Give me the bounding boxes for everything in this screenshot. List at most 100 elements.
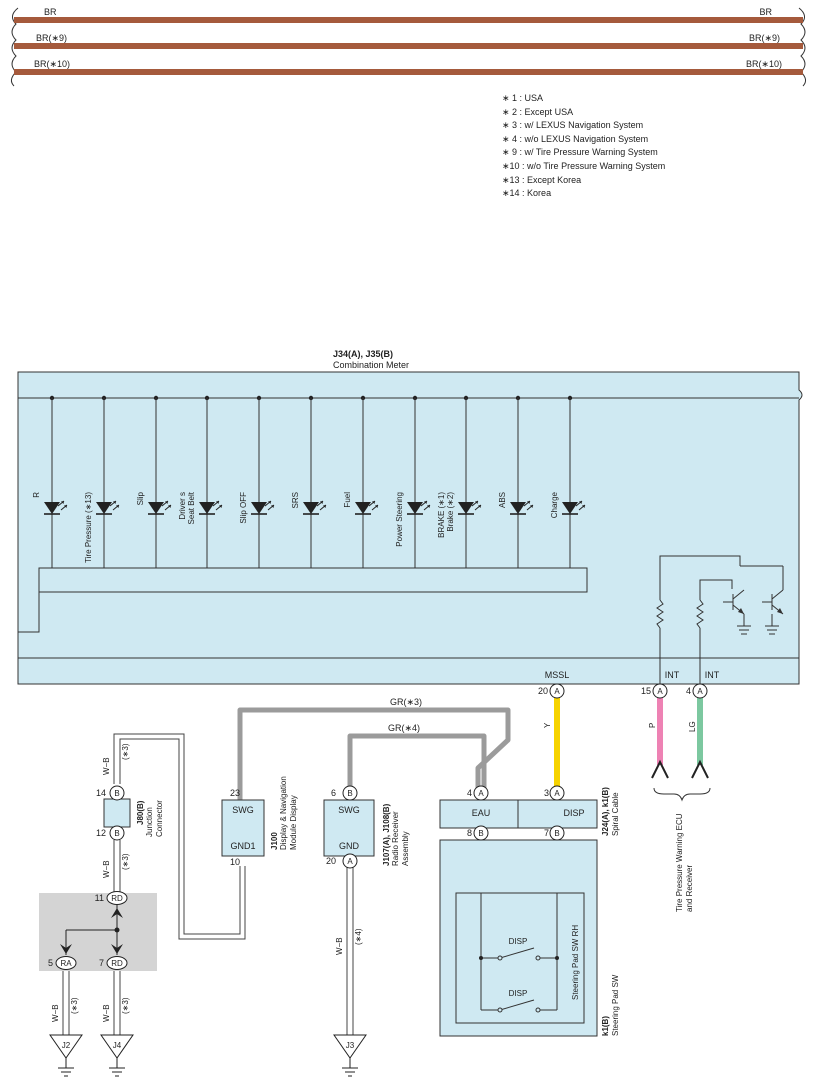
radio-receiver-assembly: [323, 799, 375, 857]
switch-label: DISP: [509, 937, 528, 946]
indicator-led: Slip OFF: [239, 395, 275, 568]
pin-number: 20: [538, 686, 548, 696]
wire-label-w-b: W−B: [335, 937, 344, 955]
pin-number: 14: [96, 788, 106, 798]
ground-j3: [333, 1034, 367, 1059]
svg-text:RA: RA: [60, 959, 72, 968]
tpw-input-circuit: [656, 555, 784, 684]
svg-text:A: A: [554, 789, 560, 798]
wire-w-b: [62, 733, 354, 1035]
tpw-ecu-bracket: [653, 787, 711, 802]
svg-text:B: B: [478, 829, 483, 838]
terminal-label: DISP: [563, 808, 584, 818]
pin-number: 15: [641, 686, 651, 696]
wire-label-gr-3: GR(∗3): [390, 697, 422, 707]
wire-label: BR: [44, 7, 57, 17]
meter-code: J34(A), J35(B): [333, 349, 393, 359]
indicator-led: Power Steering: [395, 395, 431, 568]
wire-label-c3: (∗3): [121, 853, 130, 870]
terminal-label: EAU: [472, 808, 491, 818]
wire-gr-4: [347, 733, 487, 790]
indicator-led: Fuel: [343, 395, 379, 568]
wire-label-c3: (∗3): [121, 997, 130, 1014]
svg-text:B: B: [347, 789, 352, 798]
svg-text:B: B: [114, 789, 119, 798]
ground-j2: [49, 1034, 83, 1059]
pin-number: 3: [544, 788, 549, 798]
pin-number: 7: [99, 958, 104, 968]
steering-pad-switch-rh: [455, 892, 585, 1024]
splice-junction-dot: [114, 927, 120, 933]
indicator-label: Charge: [550, 491, 559, 518]
wire-label-w-b: W−B: [51, 1004, 60, 1022]
wire-label-lg: LG: [688, 721, 697, 732]
indicator-label: Brake (∗2): [446, 492, 455, 532]
wire-label-c3: (∗3): [70, 997, 79, 1014]
indicator-label: Slip: [136, 491, 145, 505]
footnote-list: ∗ 1 : USA ∗ 2 : Except USA ∗ 3 : w/ LEXU…: [502, 92, 665, 201]
transistor-arrow: [738, 608, 744, 614]
indicator-led: R: [32, 395, 68, 568]
indicator-label: Seat Belt: [187, 491, 196, 524]
wire-label-w-b: W−B: [102, 860, 111, 878]
transistor-arrow: [777, 608, 783, 614]
wire-label-c3: (∗3): [121, 743, 130, 760]
pin-number: 6: [331, 788, 336, 798]
gray-wires: [237, 707, 511, 800]
pin-number: 23: [230, 788, 240, 798]
terminal-label: SWG: [232, 805, 254, 815]
top-wire-group: [10, 7, 807, 87]
steering-name: Steering Pad SW: [611, 974, 620, 1036]
terminal-label: MSSL: [545, 670, 570, 680]
display-navigation-module: [221, 799, 265, 857]
svg-text:A: A: [697, 687, 703, 696]
indicator-label: ABS: [498, 492, 507, 508]
indicator-label: Fuel: [343, 492, 352, 508]
switch-contacts: [497, 955, 541, 1013]
indicator-label: Power Steering: [395, 492, 404, 547]
wire-label: BR(∗10): [746, 59, 782, 69]
indicator-led: Slip: [136, 395, 172, 568]
svg-text:RD: RD: [111, 894, 123, 903]
terminal-label: GND: [339, 841, 360, 851]
indicator-led: BRAKE (∗1)Brake (∗2): [437, 395, 482, 568]
footnote: ∗ 4 : w/o LEXUS Navigation System: [502, 133, 649, 144]
indicator-label: R: [32, 492, 41, 498]
resistor-symbol: [656, 599, 664, 629]
spiral-name: Spiral Cable: [611, 792, 620, 836]
pin-number: 7: [544, 828, 549, 838]
tpw-ecu-connector: [651, 759, 709, 779]
ground-triangles: [49, 1034, 367, 1059]
svg-text:B: B: [554, 829, 559, 838]
pin-number: 20: [326, 856, 336, 866]
wire-label: BR(∗10): [34, 59, 70, 69]
display-name: Display & Navigation Module Display: [279, 774, 298, 850]
junction-connector: [103, 798, 131, 828]
footnote: ∗ 2 : Except USA: [502, 106, 574, 117]
indicator-led: ABS: [498, 395, 534, 568]
pin-number: 5: [48, 958, 53, 968]
pin-number: 8: [467, 828, 472, 838]
wire-label: BR(∗9): [749, 33, 780, 43]
wire-label-c4: (∗4): [354, 928, 363, 945]
pin-number: 4: [467, 788, 472, 798]
junction-name: Junction Connector: [145, 800, 164, 837]
wire-gr-3: [237, 707, 511, 800]
indicator-label: BRAKE (∗1): [437, 492, 446, 538]
wire-label-y: Y: [543, 722, 552, 728]
footnote: ∗14 : Korea: [502, 188, 552, 199]
wire-label: BR: [759, 7, 772, 17]
terminal-label: INT: [665, 670, 680, 680]
svg-text:A: A: [554, 687, 560, 696]
footnote: ∗ 9 : w/ Tire Pressure Warning System: [502, 147, 658, 158]
indicator-label: SRS: [291, 492, 300, 508]
resistor-symbol: [696, 599, 704, 629]
pin-number: 10: [230, 857, 240, 867]
meter-driver-block: [38, 567, 588, 593]
pin-number: 4: [686, 686, 691, 696]
pin-connector-markers: A A A B B B A A A B B RD RA RD: [55, 683, 708, 970]
wire-label-gr-4: GR(∗4): [388, 723, 420, 733]
spiral-code: J24(A), k1(B): [601, 787, 610, 836]
footnote: ∗10 : w/o Tire Pressure Warning System: [502, 160, 666, 171]
